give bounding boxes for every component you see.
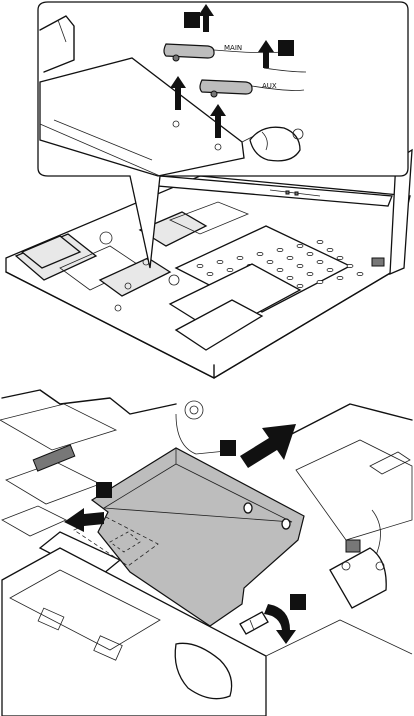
shield-hole [207,272,213,275]
shield-hole [237,256,243,259]
shield-hole [287,256,293,259]
shield-hole [317,260,323,263]
main-label: MAIN [224,44,242,52]
step-marker-bottom-3 [290,594,306,610]
shield-hole [297,264,303,267]
bottom-figure-slot-area [0,390,412,716]
shield-hole [197,264,203,267]
shield-hole [317,280,323,283]
shield-hole [297,284,303,287]
shield-hole [337,256,343,259]
shield-hole [227,268,233,271]
step-marker-bottom-1 [220,440,236,456]
arrow-left-release [64,508,104,532]
shield-hole [287,276,293,279]
shield-hole [327,248,333,251]
shield-hole [317,240,323,243]
arrow-large-remove [240,424,296,468]
shield-hole [347,264,353,267]
shield-hole [327,268,333,271]
aux-label: AUX [262,82,277,90]
top-figure-laptop-base [6,150,412,378]
shield-hole [307,272,313,275]
step-marker-top-2 [278,40,294,56]
shield-hole [277,268,283,271]
shield-hole [337,276,343,279]
shield-hole [357,272,363,275]
step-marker-bottom-2 [96,482,112,498]
shield-hole [297,244,303,247]
shield-hole [307,252,313,255]
step-marker-top-1 [184,12,200,28]
shield-hole [277,248,283,251]
shield-hole [267,260,273,263]
shield-hole [217,260,223,263]
shield-hole [257,252,263,255]
